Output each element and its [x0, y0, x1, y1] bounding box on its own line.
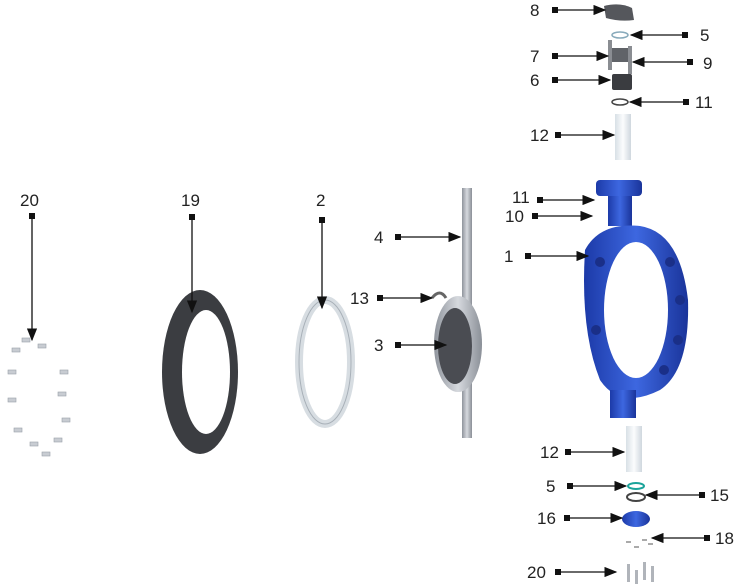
callout-8: 8	[530, 1, 539, 20]
callout-13: 13	[350, 289, 369, 308]
part-bolts-left	[7, 337, 71, 457]
leader-12a	[555, 129, 616, 141]
callout-1: 1	[504, 247, 513, 266]
leader-6	[552, 74, 612, 86]
leader-16	[564, 512, 624, 524]
leader-3	[395, 339, 448, 351]
part-seat-ring	[295, 296, 355, 428]
callout-15: 15	[710, 486, 729, 505]
callout-10: 10	[505, 207, 524, 226]
leader-10	[532, 210, 594, 222]
callout-18: 18	[715, 529, 734, 548]
callout-16: 16	[537, 509, 556, 528]
leader-11a	[628, 96, 689, 108]
leader-13	[377, 292, 434, 304]
callout-9: 9	[703, 54, 712, 73]
leader-5b	[567, 480, 628, 492]
callout-11: 11	[695, 93, 713, 112]
leader-4	[395, 231, 462, 243]
leader-8	[552, 4, 607, 16]
callout-12-lower: 12	[540, 443, 559, 462]
leader-20b	[555, 566, 618, 578]
callout-12: 12	[530, 126, 549, 145]
leader-18	[650, 532, 710, 544]
part-gasket-flange	[162, 290, 238, 454]
part-small-components	[604, 4, 654, 584]
callout-3: 3	[374, 336, 383, 355]
leader-12b	[565, 446, 626, 458]
leader-7	[552, 50, 610, 62]
leader-5a	[629, 29, 688, 41]
leader-20a	[26, 213, 38, 342]
leader-11b	[537, 194, 596, 206]
callout-4: 4	[374, 228, 383, 247]
callout-20-lower: 20	[527, 563, 546, 582]
leader-1	[525, 250, 590, 262]
leader-15	[644, 489, 705, 501]
callout-20: 20	[20, 191, 39, 210]
callout-6: 6	[530, 71, 539, 90]
callout-5: 5	[700, 26, 709, 45]
leader-19	[186, 214, 198, 314]
callout-11-body: 11	[512, 188, 530, 207]
callout-5-lower: 5	[546, 477, 555, 496]
part-valve-body	[584, 180, 689, 418]
leader-9	[631, 56, 693, 68]
leader-lines	[26, 4, 710, 578]
callout-labels: 8 5 7 9 6 11 12 11 10 4 1 13 3 12 5 15 1…	[20, 1, 734, 582]
callout-2: 2	[316, 191, 325, 210]
leader-2	[316, 217, 328, 310]
callout-7: 7	[530, 47, 539, 66]
callout-19: 19	[181, 191, 200, 210]
part-stem-disc	[430, 188, 482, 438]
